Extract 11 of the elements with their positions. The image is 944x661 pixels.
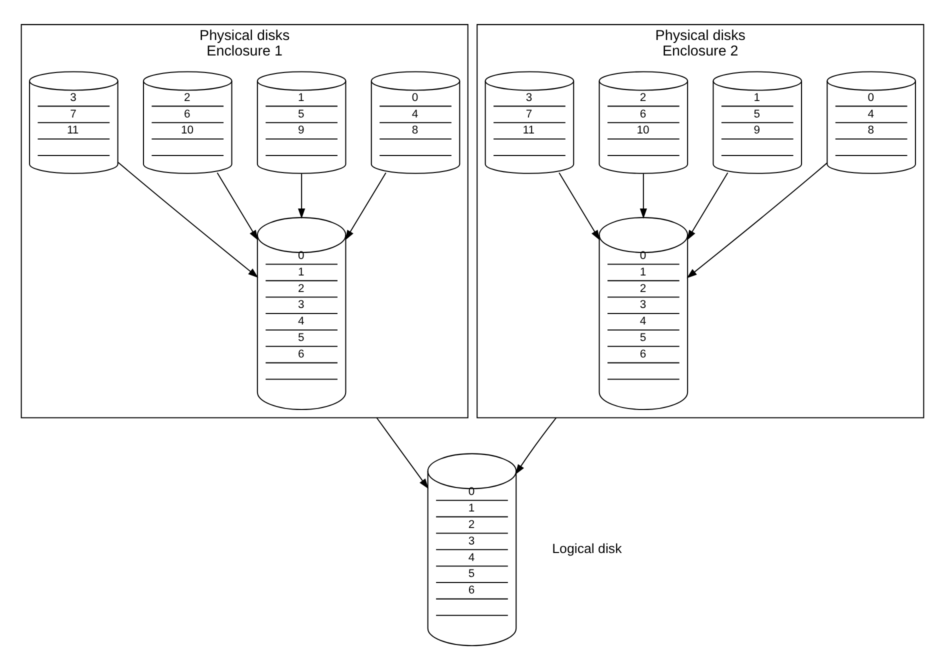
arrow: [216, 172, 258, 240]
arrow: [297, 173, 305, 218]
arrow: [686, 172, 728, 240]
arrow: [514, 416, 556, 474]
arrow: [117, 161, 258, 278]
arrow: [344, 172, 386, 240]
node-label: Logical disk: [552, 540, 622, 556]
arrow: [686, 162, 827, 278]
arrow: [558, 172, 600, 240]
arrow: [639, 173, 647, 218]
arrow: [376, 416, 428, 488]
